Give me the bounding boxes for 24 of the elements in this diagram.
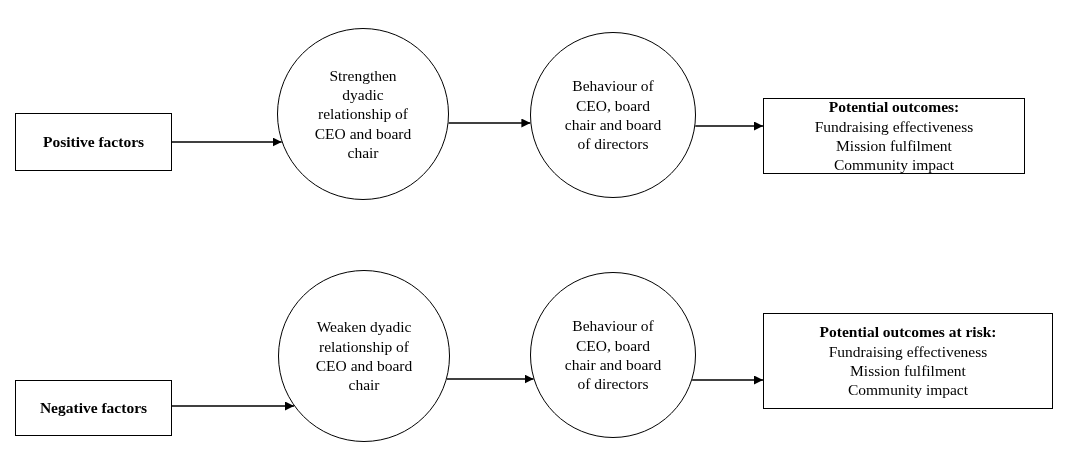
- circle-text: Strengthen dyadic relationship of CEO and board chair: [313, 65, 413, 163]
- arrow: [447, 118, 532, 128]
- arrow: [694, 121, 764, 131]
- process-box: [763, 313, 1053, 409]
- box-heading: Negative factors: [39, 398, 148, 418]
- process-box: [15, 113, 172, 171]
- process-box: [763, 98, 1025, 174]
- process-box: [15, 380, 172, 436]
- box-text: Community impact: [847, 380, 969, 400]
- box-heading: Potential outcomes:: [828, 97, 960, 117]
- circle-text: Weaken dyadic relationship of CEO and board chair: [314, 317, 414, 395]
- box-text: Mission fulfilment: [836, 136, 952, 156]
- arrow: [691, 375, 764, 385]
- box-text: Fundraising effectiveness: [814, 116, 974, 136]
- box-text: Community impact: [833, 155, 955, 175]
- box-text: Mission fulfilment: [850, 361, 966, 381]
- box-heading: Potential outcomes at risk:: [819, 322, 997, 342]
- arrow: [446, 374, 535, 384]
- box-text: Fundraising effectiveness: [828, 341, 988, 361]
- arrow: [171, 137, 283, 147]
- circle-text: Behaviour of CEO, board chair and board of directors: [563, 316, 663, 394]
- arrow: [171, 401, 295, 411]
- circle-text: Behaviour of CEO, board chair and board of directors: [563, 76, 663, 154]
- box-heading: Positive factors: [42, 132, 145, 152]
